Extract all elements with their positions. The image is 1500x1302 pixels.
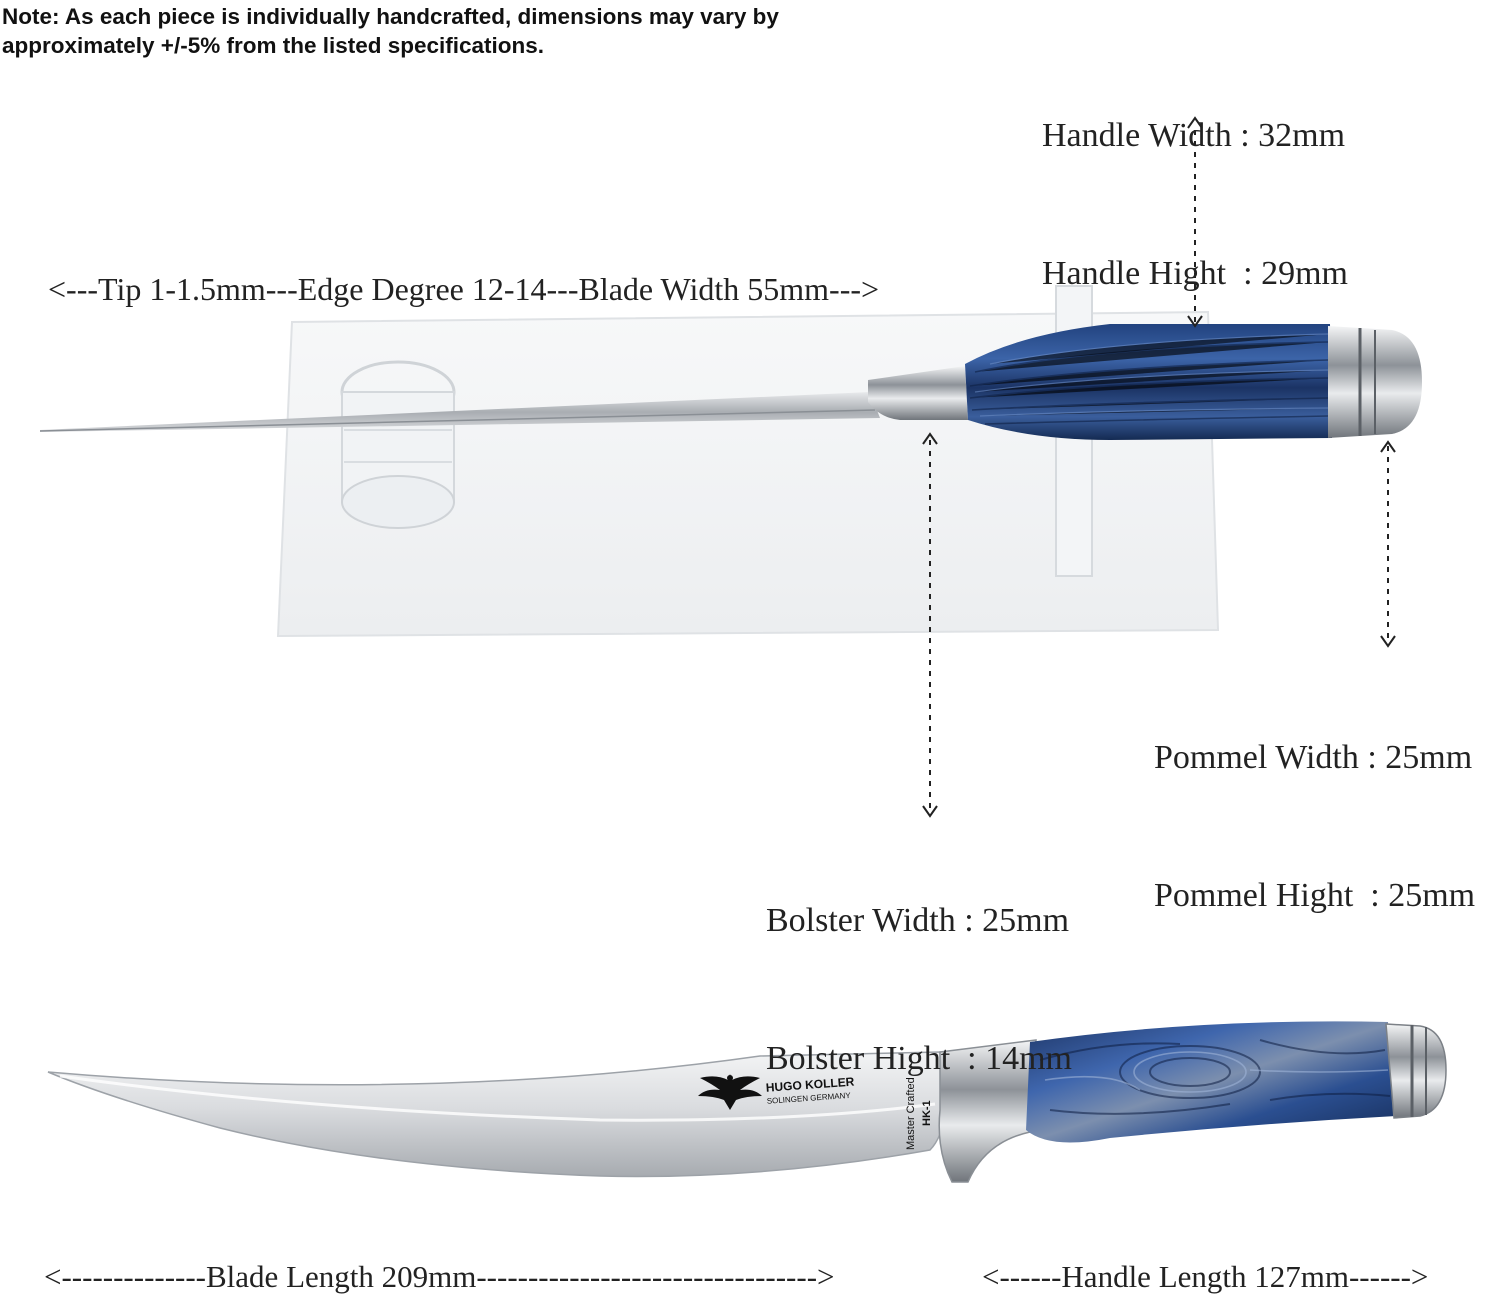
bolster-specs: Bolster Width : 25mm Bolster Hight : 14m… xyxy=(766,806,1072,1128)
master-crafted-text: Master Crafted xyxy=(905,1077,917,1150)
dimension-arrows xyxy=(922,116,1396,818)
blade-top-dimension: <---Tip 1-1.5mm---Edge Degree 12-14---Bl… xyxy=(48,271,880,307)
pommel-width-label: Pommel Width : 25mm xyxy=(1154,739,1473,776)
brand-text: HUGO KOLLER xyxy=(765,1075,855,1095)
handle-width-label: Handle Width : 32mm xyxy=(1042,117,1346,154)
disclaimer-note: Note: As each piece is individually hand… xyxy=(2,4,779,58)
knife-top-view xyxy=(39,324,1422,440)
blade-vertical-marking: Master Crafted HK-1 xyxy=(905,1077,933,1150)
bolster-width-label: Bolster Width : 25mm xyxy=(766,902,1070,939)
handle-length-dimension: <------Handle Length 127mm------> xyxy=(982,1259,1429,1294)
pommel-specs: Pommel Width : 25mm Pommel Hight : 25mm xyxy=(1154,643,1475,965)
knife-side-view xyxy=(47,1021,1447,1183)
eagle-logo xyxy=(698,1074,762,1110)
handle-height-label: Handle Hight : 29mm xyxy=(1042,255,1348,292)
bolster-height-label: Bolster Hight : 14mm xyxy=(766,1040,1072,1077)
model-text: HK-1 xyxy=(921,1100,933,1126)
blade-length-dimension: <--------------Blade Length 209mm-------… xyxy=(44,1259,835,1294)
pommel-height-label: Pommel Hight : 25mm xyxy=(1154,877,1476,914)
handle-specs: Handle Width : 32mm Handle Hight : 29mm xyxy=(1042,21,1348,343)
